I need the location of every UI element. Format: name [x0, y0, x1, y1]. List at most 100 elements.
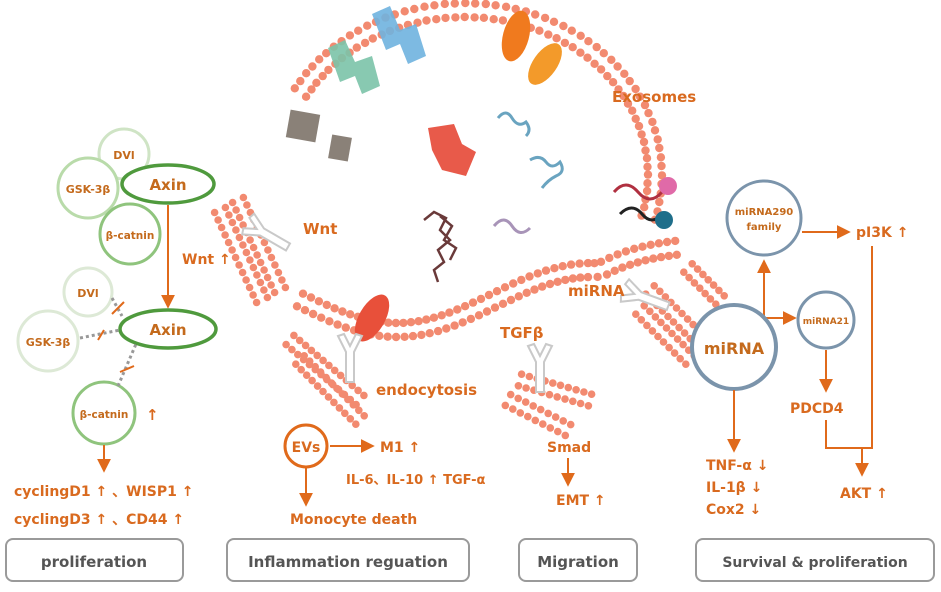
membrane-bead: [506, 295, 516, 305]
membrane-bead: [657, 171, 667, 180]
membrane-bead: [533, 269, 542, 278]
receptor-bead: [267, 281, 275, 289]
receptor-bead: [709, 281, 718, 289]
membrane-bead: [466, 314, 476, 324]
receptor-bead: [661, 293, 670, 301]
receptor-bead: [688, 260, 696, 268]
membrane-bead: [540, 13, 550, 23]
membrane-bead: [649, 254, 658, 263]
membrane-bead: [296, 76, 305, 86]
membrane-bead: [300, 306, 310, 315]
membrane-bead: [655, 197, 664, 207]
membrane-bead: [450, 0, 459, 8]
membrane-bead: [525, 272, 534, 281]
membrane-bead: [605, 253, 614, 263]
receptor-bead: [264, 246, 272, 254]
smad-label: Smad: [547, 440, 591, 456]
membrane-bead: [603, 71, 612, 81]
membrane-bead: [620, 69, 629, 79]
receptor-bead: [648, 327, 657, 335]
receptor-bead: [297, 365, 306, 374]
receptor-bead: [587, 390, 596, 399]
membrane-bead: [432, 15, 441, 24]
membrane-bead: [408, 331, 418, 341]
receptor-bead: [260, 286, 268, 294]
receptor-bead: [564, 383, 573, 392]
membrane-bead: [552, 34, 561, 43]
receptor-bead: [673, 335, 682, 343]
receptor-bead: [678, 309, 686, 318]
membrane-bead: [640, 100, 650, 110]
membrane-bead: [417, 330, 426, 340]
receptor-bead: [311, 362, 320, 371]
membrane-bead: [400, 332, 409, 341]
dvl-node-2-label: DVl: [77, 287, 98, 300]
receptor-bead: [346, 415, 355, 423]
membrane-bead: [484, 290, 494, 300]
receptor-bead: [313, 382, 322, 390]
receptor-bead: [576, 399, 585, 408]
receptor-bead: [294, 350, 302, 359]
membrane-bead: [638, 242, 647, 251]
receptor-bead: [239, 241, 247, 249]
m1-label: M1 ↑: [380, 440, 420, 456]
receptor-bead: [239, 221, 247, 229]
axin-node-label: Axin: [149, 176, 186, 194]
receptor-bead: [319, 356, 327, 365]
orange-protein-icon: [501, 10, 531, 62]
membrane-bead: [384, 318, 393, 327]
membrane-bead: [292, 302, 302, 311]
dvl-node-2: [62, 266, 114, 318]
survival-box-label: Survival & proliferation: [722, 555, 907, 571]
receptor-bead: [217, 223, 226, 232]
bcatnin-node-2: [71, 380, 137, 446]
membrane-bead: [672, 250, 681, 259]
membrane-bead: [613, 62, 622, 71]
protein-cargo-icon: [428, 124, 476, 176]
orange-protein-icon: [528, 43, 562, 85]
mirna21-node: [796, 290, 856, 350]
membrane-bead: [468, 298, 478, 307]
membrane-bead: [545, 279, 555, 289]
membrane-bead: [602, 270, 612, 279]
receptor-bead: [278, 276, 286, 284]
membrane-bead: [625, 260, 635, 269]
membrane-bead: [429, 313, 439, 322]
mirna-main-node: [690, 303, 778, 391]
receptor-bead: [246, 256, 254, 264]
receptor-bead: [676, 354, 684, 363]
receptor-bead: [554, 427, 562, 436]
membrane-bead: [453, 305, 462, 314]
membrane-bead: [646, 240, 655, 249]
exosomes-label: Exosomes: [612, 88, 696, 106]
membrane-bead: [625, 76, 634, 86]
membrane-bead: [550, 264, 559, 273]
wnt-panel: DVl GSK-3β β-catnin Axin Wnt ↑ DVl GSK-3…: [14, 127, 231, 528]
receptor-icon: [336, 332, 364, 383]
receptor-bead: [352, 420, 360, 429]
receptor-bead: [551, 413, 560, 421]
receptor-bead: [288, 345, 296, 354]
receptor-bead: [517, 370, 526, 379]
receptor-bead: [267, 253, 276, 262]
receptor-bead: [529, 402, 537, 410]
membrane-bead: [406, 318, 416, 327]
grey-protein-icon: [328, 134, 352, 162]
membrane-bead: [476, 294, 486, 304]
membrane-bead: [583, 272, 593, 282]
receptor-bead: [214, 216, 222, 224]
membrane-bead: [308, 309, 318, 319]
membrane-bead: [584, 37, 593, 46]
receptor-bead: [344, 395, 352, 404]
membrane-bead: [634, 121, 644, 131]
membrane-bead: [630, 244, 639, 253]
receptor-bead: [516, 409, 525, 417]
receptor-bead: [281, 283, 290, 292]
receptor-bead: [514, 394, 522, 403]
evs-label: EVs: [292, 440, 321, 456]
receptor-bead: [683, 315, 692, 323]
receptor-bead: [509, 405, 517, 413]
receptor-bead: [651, 313, 660, 321]
receptor-bead: [699, 270, 707, 279]
receptor-bead: [305, 357, 314, 366]
